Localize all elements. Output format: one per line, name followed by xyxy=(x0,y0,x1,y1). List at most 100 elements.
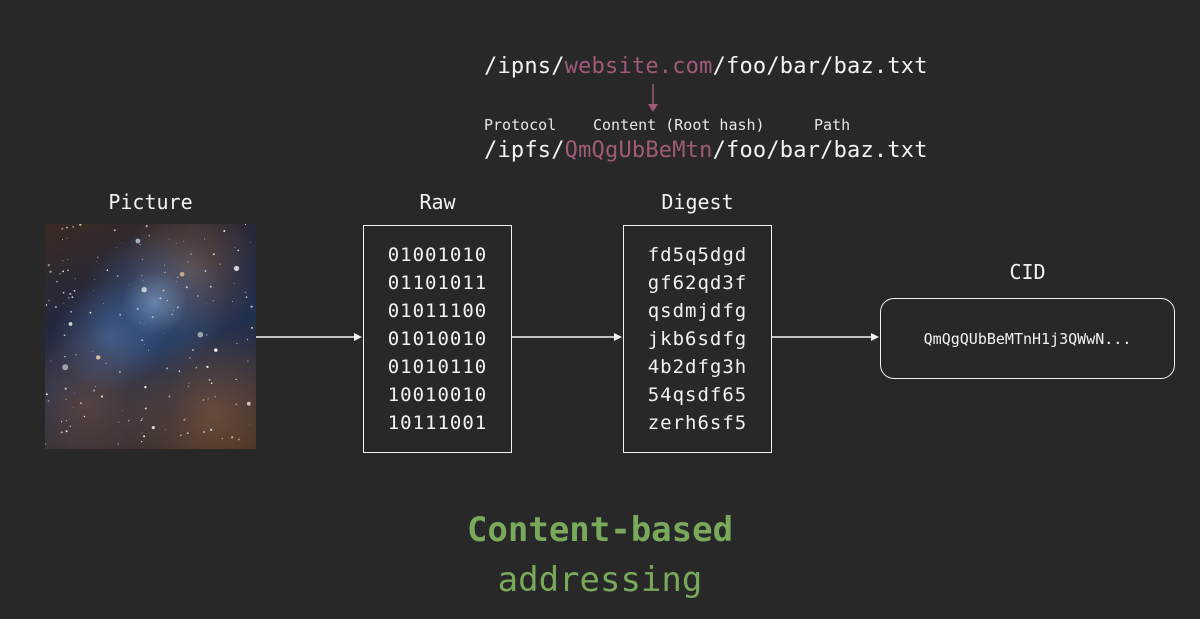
star xyxy=(121,410,123,412)
title-sub: addressing xyxy=(497,560,703,600)
star xyxy=(197,331,204,338)
raw-line: 01010110 xyxy=(387,356,488,378)
star xyxy=(168,395,171,398)
star xyxy=(142,280,144,281)
star xyxy=(105,362,107,365)
ipfs-hash: QmQgUbBeMtn xyxy=(564,138,713,163)
star xyxy=(116,247,118,248)
resolve-arrow xyxy=(648,84,658,112)
star xyxy=(71,296,74,299)
star xyxy=(204,238,206,240)
star xyxy=(148,349,149,351)
star xyxy=(92,350,94,352)
star xyxy=(166,299,169,302)
star xyxy=(159,297,162,300)
star xyxy=(64,355,66,358)
star xyxy=(59,273,61,275)
star xyxy=(214,348,218,352)
star xyxy=(185,286,188,289)
star xyxy=(69,292,72,295)
raw-label: Raw xyxy=(419,190,456,214)
star xyxy=(247,360,249,362)
picture-label: Picture xyxy=(108,190,193,214)
star xyxy=(205,302,207,304)
star xyxy=(188,382,190,384)
star xyxy=(93,290,94,291)
star xyxy=(235,378,237,380)
star xyxy=(60,248,62,249)
star xyxy=(245,296,248,298)
star xyxy=(117,275,119,277)
star xyxy=(177,276,179,279)
star xyxy=(63,324,65,326)
star xyxy=(206,365,209,368)
legend-path: Path xyxy=(814,116,851,134)
star xyxy=(61,227,64,230)
star xyxy=(141,441,143,443)
star xyxy=(65,398,67,400)
star xyxy=(183,240,185,242)
star xyxy=(143,435,146,438)
star xyxy=(203,431,206,433)
star xyxy=(183,418,186,421)
star xyxy=(171,313,173,316)
star xyxy=(235,403,237,405)
star xyxy=(66,226,68,229)
star xyxy=(162,333,164,334)
star xyxy=(209,285,212,288)
star xyxy=(179,272,185,277)
star xyxy=(151,316,154,318)
star xyxy=(47,264,50,267)
star xyxy=(248,424,250,426)
star xyxy=(62,260,64,262)
arrow-digest-to-cid xyxy=(772,333,879,341)
digest-label: Digest xyxy=(661,190,734,214)
ipns-name: website.com xyxy=(564,54,713,79)
star xyxy=(96,256,99,259)
arrow-picture-to-raw xyxy=(256,333,362,341)
star xyxy=(175,280,177,282)
star xyxy=(113,229,116,232)
star xyxy=(139,243,141,245)
star xyxy=(50,360,52,362)
star xyxy=(233,265,240,272)
star xyxy=(168,238,170,240)
star xyxy=(74,392,75,394)
star xyxy=(202,367,203,369)
star xyxy=(244,291,247,294)
ipfs-prefix: /ipfs/ xyxy=(484,138,565,163)
digest-line: 4b2dfg3h xyxy=(647,356,748,378)
star xyxy=(141,339,143,341)
star xyxy=(141,432,143,434)
cid-box: QmQgQUbBeMTnH1j3QWwN... xyxy=(880,298,1175,379)
star xyxy=(190,253,192,255)
star xyxy=(143,322,145,324)
digest-line: zerh6sf5 xyxy=(647,412,748,434)
star xyxy=(214,396,216,398)
star xyxy=(83,415,86,418)
star xyxy=(70,310,72,313)
star xyxy=(128,284,130,286)
star xyxy=(54,305,57,309)
star xyxy=(231,436,234,439)
star xyxy=(49,270,52,273)
star xyxy=(119,313,122,316)
star xyxy=(140,419,142,421)
star xyxy=(68,322,73,326)
star xyxy=(75,354,77,356)
star xyxy=(202,399,205,401)
star xyxy=(244,224,246,225)
arrow-raw-to-digest xyxy=(512,333,622,341)
star xyxy=(64,387,67,390)
ipfs-suffix: /foo/bar/baz.txt xyxy=(712,138,928,163)
star xyxy=(212,253,215,256)
star xyxy=(151,426,155,430)
star xyxy=(48,299,50,302)
star xyxy=(95,261,97,262)
star xyxy=(187,385,189,388)
digest-line: qsdmjdfg xyxy=(647,300,748,322)
star xyxy=(63,302,65,304)
star xyxy=(236,342,238,345)
digest-line: gf62qd3f xyxy=(647,272,748,294)
star xyxy=(210,382,213,385)
